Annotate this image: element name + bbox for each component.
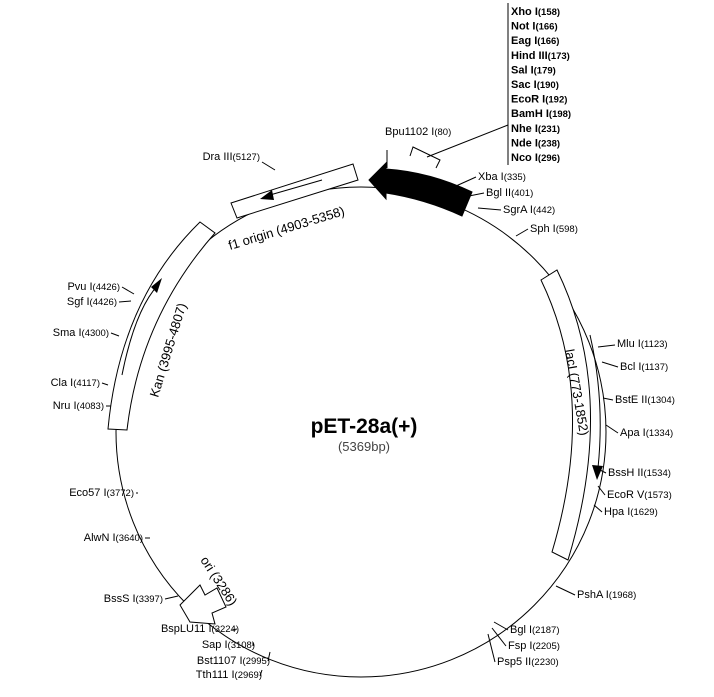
mcs-site-label: Nde I(238) bbox=[511, 137, 560, 149]
mcs-site-label: Not I(166) bbox=[511, 21, 558, 33]
mcs-site-label: Nco I(296) bbox=[511, 152, 560, 164]
kan-arrow bbox=[121, 284, 159, 376]
site-tick bbox=[491, 627, 507, 647]
site-tick bbox=[602, 397, 614, 401]
plasmid-size: (5369bp) bbox=[338, 439, 390, 454]
site-tick bbox=[597, 344, 616, 348]
site-label: Sgf I(4426) bbox=[67, 296, 117, 308]
site-label: AlwN I(3640) bbox=[84, 532, 143, 544]
site-tick bbox=[455, 176, 477, 187]
site-tick bbox=[463, 192, 485, 198]
site-label: Xba I(335) bbox=[478, 171, 526, 183]
kan-feature bbox=[107, 221, 216, 431]
f1-origin-arrowhead bbox=[260, 190, 274, 200]
site-label: Sma I(4300) bbox=[53, 327, 109, 339]
site-label: SgrA I(442) bbox=[503, 204, 555, 216]
mcs-site-label: EcoR I(192) bbox=[511, 94, 567, 106]
site-label: Bgl I(2187) bbox=[510, 624, 559, 636]
site-label: Cla I(4117) bbox=[51, 377, 100, 389]
site-label: Tth111 I(2969) bbox=[196, 669, 262, 681]
site-label: Apa I(1334) bbox=[620, 427, 673, 439]
mcs-site-label: Hind III(173) bbox=[511, 50, 570, 62]
site-label: BspLU11 I(3224) bbox=[161, 623, 239, 635]
site-label: PshA I(1968) bbox=[577, 589, 636, 601]
mcs-bracket bbox=[409, 146, 441, 169]
site-label: Bpu1102 I(80) bbox=[385, 126, 451, 138]
site-label: Sph I(598) bbox=[530, 223, 578, 235]
site-label: BssH II(1534) bbox=[608, 467, 671, 479]
site-label: BstE II(1304) bbox=[615, 394, 675, 406]
site-tick bbox=[477, 207, 502, 211]
site-label: Nru I(4083) bbox=[53, 400, 104, 412]
site-tick bbox=[121, 286, 135, 295]
site-label: Eco57 I(3772) bbox=[69, 487, 134, 499]
t7-arrow-feature bbox=[368, 161, 473, 217]
site-tick bbox=[110, 332, 120, 337]
laci-feature bbox=[540, 269, 592, 561]
site-label: Bgl II(401) bbox=[486, 187, 533, 199]
plasmid-title: pET-28a(+) bbox=[311, 415, 418, 438]
kan-arrowhead bbox=[151, 278, 162, 293]
site-tick bbox=[593, 504, 603, 513]
mcs-labels: Xho I(158) Not I(166) Eag I(166) Hind III(1… bbox=[511, 6, 571, 164]
site-label: Fsp I(2205) bbox=[508, 640, 560, 652]
site-label: Hpa I(1629) bbox=[604, 506, 658, 518]
site-label: BssS I(3397) bbox=[104, 593, 163, 605]
site-tick bbox=[601, 361, 619, 368]
site-tick bbox=[118, 300, 132, 303]
laci-arrowhead bbox=[592, 465, 603, 480]
site-tick bbox=[164, 595, 179, 600]
site-label: Sap I(3108) bbox=[202, 639, 255, 651]
site-tick bbox=[515, 228, 529, 237]
site-tick bbox=[267, 651, 271, 662]
site-label: Mlu I(1123) bbox=[617, 338, 668, 350]
site-tick bbox=[555, 585, 576, 596]
site-tick bbox=[487, 633, 496, 663]
mcs-site-label: Sal I(179) bbox=[511, 64, 556, 76]
site-label: Dra III(5127) bbox=[203, 151, 260, 163]
site-label: Pvu I(4426) bbox=[67, 281, 120, 293]
site-tick bbox=[101, 382, 109, 386]
site-tick bbox=[597, 485, 606, 496]
site-label: Psp5 II(2230) bbox=[497, 656, 559, 668]
site-tick bbox=[261, 161, 276, 171]
site-label: Bst1107 I(2995) bbox=[197, 655, 270, 667]
f1-origin-arrow bbox=[269, 179, 323, 196]
site-tick bbox=[599, 469, 607, 474]
site-tick bbox=[605, 424, 619, 434]
f1-origin-feature bbox=[230, 163, 359, 219]
site-labels: Bpu1102 I(80) Xba I(335) Bgl II(401) SgrA I… bbox=[51, 126, 675, 681]
plasmid-backbone bbox=[115, 186, 607, 678]
site-tick bbox=[493, 621, 509, 631]
site-tick bbox=[231, 628, 238, 631]
ori-feature bbox=[179, 584, 227, 625]
mcs-site-label: Xho I(158) bbox=[511, 6, 560, 18]
mcs-site-label: Nhe I(231) bbox=[511, 123, 560, 135]
site-tick bbox=[259, 669, 263, 677]
site-ticks bbox=[101, 150, 619, 677]
laci-arrow bbox=[589, 334, 601, 469]
mcs-connector bbox=[426, 124, 509, 158]
mcs-site-label: Sac I(190) bbox=[511, 79, 559, 91]
mcs-site-label: BamH I(198) bbox=[511, 108, 571, 120]
site-label: EcoR V(1573) bbox=[607, 489, 672, 501]
mcs-site-label: Eag I(166) bbox=[511, 35, 559, 47]
site-label: Bcl I(1137) bbox=[620, 361, 668, 373]
